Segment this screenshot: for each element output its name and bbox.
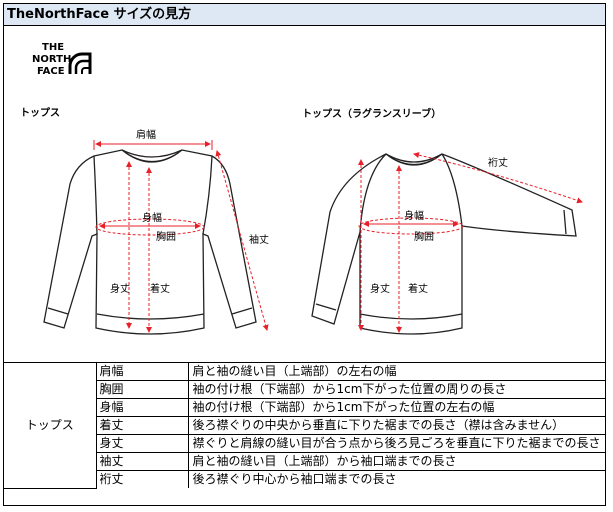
description-cell: 肩と袖の縫い目（上端部）の左右の幅	[187, 362, 605, 381]
mark-raglan-total-length: 着丈	[408, 282, 428, 295]
term-cell: 着丈	[95, 416, 189, 435]
description-cell: 袖の付け根（下端部）から1cm下がった位置の周りの長さ	[187, 380, 605, 399]
mark-total-length: 着丈	[150, 282, 170, 295]
description-cell: 肩と袖の縫い目（上端部）から袖口端までの長さ	[187, 452, 605, 471]
size-diagram-area: THE NORTH FACE トップス トップス（ラグランスリーブ）	[4, 26, 605, 362]
logo-line-3: FACE	[37, 66, 65, 77]
term-cell: 肩幅	[95, 362, 189, 381]
size-diagram-svg: THE NORTH FACE トップス トップス（ラグランスリーブ）	[20, 42, 583, 335]
mark-yuki-length: 裄丈	[488, 156, 508, 169]
mark-raglan-body-length: 身丈	[370, 282, 390, 295]
tops-garment-outline	[43, 149, 257, 335]
the-north-face-logo: THE NORTH FACE	[32, 42, 92, 77]
term-cell: 胸囲	[95, 380, 189, 399]
mark-raglan-chest: 胸囲	[414, 230, 434, 243]
table-row: 胸囲 袖の付け根（下端部）から1cm下がった位置の周りの長さ	[4, 380, 605, 399]
description-cell: 後ろ襟ぐりの中央から垂直に下りた裾までの長さ（襟は含みません）	[187, 416, 605, 435]
term-cell: 身幅	[95, 398, 189, 417]
term-cell: 裄丈	[95, 470, 189, 488]
logo-line-2: NORTH	[32, 54, 71, 65]
mark-raglan-chest-width: 身幅	[404, 209, 424, 222]
term-cell: 身丈	[95, 434, 189, 453]
page-title: TheNorthFace サイズの見方	[4, 4, 605, 26]
category-cell: トップス	[4, 362, 97, 489]
diagram-label-raglan: トップス（ラグランスリーブ）	[302, 107, 441, 120]
table-row: 袖丈 肩と袖の縫い目（上端部）から袖口端までの長さ	[4, 452, 605, 471]
mark-body-length: 身丈	[110, 282, 130, 295]
mark-chest-width: 身幅	[142, 211, 162, 224]
description-cell: 後ろ襟ぐり中心から袖口端までの長さ	[187, 470, 605, 488]
term-cell: 袖丈	[95, 452, 189, 471]
mark-chest: 胸囲	[156, 230, 176, 243]
raglan-garment-outline	[311, 153, 577, 335]
size-guide-sheet: TheNorthFace サイズの見方 THE NORTH FACE トップス …	[3, 3, 606, 506]
tops-measure-lines	[93, 140, 269, 333]
diagram-label-tops: トップス	[20, 106, 60, 119]
raglan-measure-lines	[358, 152, 583, 333]
table-row: 裄丈 後ろ襟ぐり中心から袖口端までの長さ	[4, 470, 605, 488]
mark-shoulder-width: 肩幅	[136, 128, 156, 141]
table-row: トップス 肩幅 肩と袖の縫い目（上端部）の左右の幅	[4, 362, 605, 489]
logo-line-1: THE	[42, 42, 64, 53]
logo-dome-icon	[68, 52, 92, 74]
mark-sleeve-length: 袖丈	[249, 233, 269, 246]
measurement-definition-table: トップス 肩幅 肩と袖の縫い目（上端部）の左右の幅 胸囲 袖の付け根（下端部）か…	[4, 362, 605, 489]
description-cell: 襟ぐりと肩線の縫い目が合う点から後ろ見ごろを垂直に下りた裾までの長さ	[187, 434, 605, 453]
description-cell: 袖の付け根（下端部）から1cm下がった位置の左右の幅	[187, 398, 605, 417]
